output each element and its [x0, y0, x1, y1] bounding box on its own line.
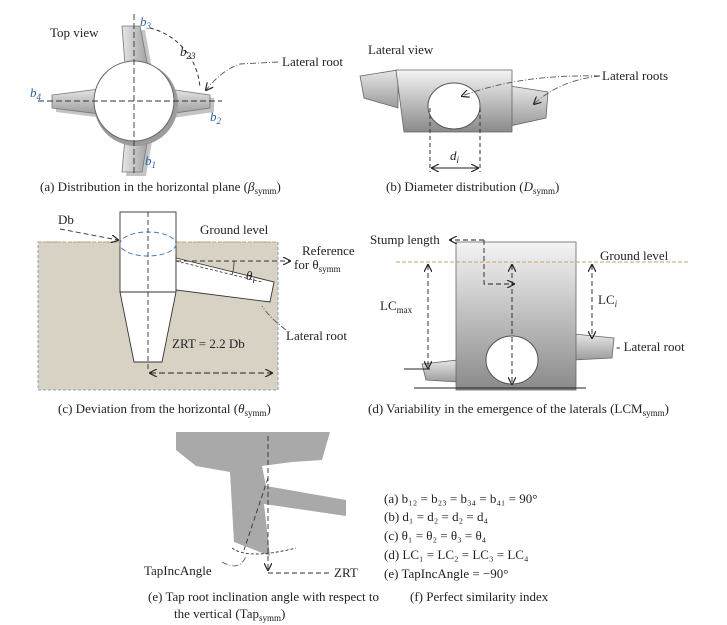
caption-e-line2: the vertical (Tapsymm): [174, 606, 285, 623]
taproot-axis: [243, 477, 269, 551]
caption-d: (d) Variability in the emergence of the …: [368, 401, 669, 418]
caption-f: (f) Perfect similarity index: [410, 589, 549, 604]
lateral-root-c: [175, 257, 275, 303]
root-silhouette: [176, 432, 346, 556]
lateral-arm-right: [509, 85, 549, 127]
db-leader: [59, 228, 118, 240]
stump-cross-section-d: [485, 335, 539, 385]
label-b23: b23: [180, 44, 196, 61]
panel-f: (a) b₁₂ = b₂₃ = b₃₄ = b₄₁ = 90° (b) d₁ =…: [384, 491, 549, 604]
lateral-root-label-c: Lateral root: [286, 328, 347, 343]
panel-a: Top view b3 b23 b4 b2 b1 Lateral root (a…: [30, 14, 343, 196]
panel-b: Lateral view Lateral roots di (b) Diamet…: [359, 42, 668, 196]
angle-arc-b23: [149, 27, 201, 89]
label-b2: b2: [210, 109, 222, 126]
ground-level-label-d: Ground level: [600, 248, 669, 263]
panel-d: Stump length Ground level LCmax LCi - La…: [368, 232, 690, 418]
equation-e: (e) TapIncAngle = −90°: [384, 566, 508, 581]
equation-c: (c) θ₁ = θ₂ = θ₃ = θ₄: [384, 528, 487, 543]
stump-length-label: Stump length: [370, 232, 440, 247]
lateral-arm-d-right: [573, 333, 615, 361]
caption-b: (b) Diameter distribution (Dsymm): [386, 179, 559, 196]
lateral-root-label: Lateral root: [282, 54, 343, 69]
stump-cross-section: [427, 82, 481, 130]
equation-d: (d) LC₁ = LC₂ = LC₃ = LC₄: [384, 547, 529, 562]
caption-e-line1: (e) Tap root inclination angle with resp…: [148, 589, 379, 604]
tapincangle-label: TapIncAngle: [144, 563, 212, 578]
panel-c: Db Ground level Reference for θsymm θi Z…: [37, 211, 355, 418]
theta-i-label: θi: [246, 268, 255, 285]
lateral-arm-d-left: [421, 359, 459, 383]
equation-a: (a) b₁₂ = b₂₃ = b₃₄ = b₄₁ = 90°: [384, 491, 537, 506]
stump-length-leader: [483, 240, 514, 284]
equation-b: (b) d₁ = d₂ = d₂ = d₄: [384, 509, 488, 524]
lateral-view-label: Lateral view: [368, 42, 434, 57]
theta-arc: [231, 260, 235, 276]
zrt-label: ZRT = 2.2 Db: [172, 336, 245, 351]
lateral-roots-leader-2: [462, 75, 601, 96]
lateral-root-c-leader: [261, 305, 287, 331]
label-b3: b3: [140, 14, 152, 31]
lateral-root-leader: [206, 61, 279, 90]
label-b1: b1: [145, 153, 156, 170]
panel-e: TapIncAngle ZRT (e) Tap root inclination…: [144, 432, 379, 623]
caption-c: (c) Deviation from the horizontal (θsymm…: [58, 401, 271, 418]
lcmax-label: LCmax: [380, 298, 413, 315]
label-b4: b4: [30, 85, 42, 102]
top-view-label: Top view: [50, 25, 99, 40]
lci-label: LCi: [598, 292, 618, 309]
db-label: Db: [58, 212, 74, 227]
zrt-label-e: ZRT: [334, 565, 358, 580]
lateral-root-label-d: - Lateral root: [616, 339, 685, 354]
label-di: di: [450, 148, 460, 165]
reference-label-line2: for θsymm: [294, 257, 341, 274]
lateral-roots-leader-1: [534, 75, 601, 104]
caption-a: (a) Distribution in the horizontal plane…: [40, 179, 281, 196]
lateral-arm-left: [359, 69, 399, 109]
ground-level-label-c: Ground level: [200, 222, 269, 237]
reference-label-line1: Reference: [302, 243, 355, 258]
lateral-roots-label: Lateral roots: [602, 68, 668, 83]
inclination-arc: [231, 547, 297, 555]
tapincangle-leader: [221, 555, 247, 567]
